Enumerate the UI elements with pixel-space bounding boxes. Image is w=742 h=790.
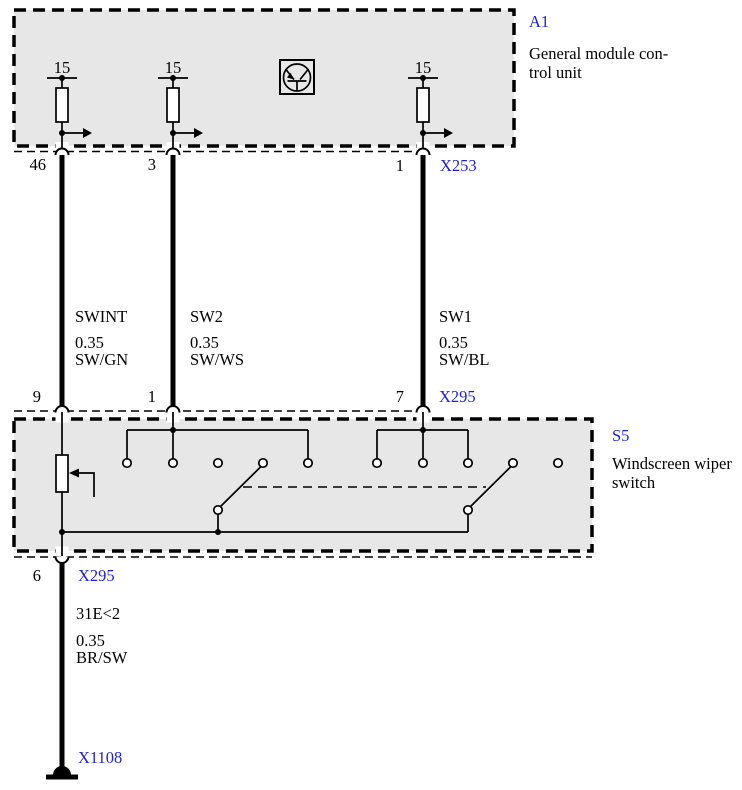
switch-contact: [417, 457, 429, 469]
connector-x253-ref: X253: [440, 156, 477, 175]
connector-pin-socket-icon: [54, 405, 70, 413]
switch-lever: [219, 466, 262, 508]
switch-contact: [167, 457, 179, 469]
wire-name-label: SW2: [190, 307, 223, 326]
pin-number: 46: [30, 155, 47, 174]
switch-pivot: [462, 504, 474, 516]
switch-contact: [552, 457, 564, 469]
pin-number: 9: [33, 387, 41, 406]
connector-pin-socket-icon: [415, 147, 431, 156]
switch-contact: [302, 457, 314, 469]
switch-s5-description-line2: switch: [612, 473, 656, 492]
switch-pivot: [212, 504, 224, 516]
wire-gauge-label: 0.35: [76, 631, 105, 650]
terminal-15-symbol-3: [408, 75, 453, 148]
switch-s5-ref: S5: [612, 426, 629, 445]
switch-lever: [469, 466, 512, 508]
pin-number: 3: [148, 155, 156, 174]
module-a1-ref: A1: [529, 12, 549, 31]
transistor-icon: [279, 59, 315, 95]
resistor-icon: [416, 87, 430, 123]
signal-arrow-icon: [444, 128, 453, 138]
resistor-icon: [166, 87, 180, 123]
wire-color-label: SW/BL: [439, 350, 489, 369]
ground-icon: [46, 766, 78, 780]
connector-x1108-ref: X1108: [78, 748, 122, 767]
wire-name-label: SWINT: [75, 307, 127, 326]
wire-name-label: 31E<2: [76, 604, 120, 623]
signal-arrow-icon: [83, 128, 92, 138]
switch-contact: [121, 457, 133, 469]
switch-contact: [462, 457, 474, 469]
pin-number: 7: [396, 387, 404, 406]
wire-color-label: SW/GN: [75, 350, 128, 369]
switch-contact: [507, 457, 519, 469]
switch-s5-description-line1: Windscreen wiper: [612, 454, 732, 473]
connector-x295-bottom-ref: X295: [78, 566, 115, 585]
wire-gauge-label: 0.35: [439, 333, 468, 352]
wire-color-label: BR/SW: [76, 648, 128, 667]
terminal-15-label: 15: [54, 58, 71, 77]
resistor-icon: [55, 87, 69, 123]
switch-s5-box: [12, 417, 594, 553]
signal-arrow-icon: [194, 128, 203, 138]
switch-contact: [371, 457, 383, 469]
connector-pin-socket-icon: [165, 405, 181, 413]
module-a1-description-line2: trol unit: [529, 63, 582, 82]
connector-x295-top-ref: X295: [439, 387, 476, 406]
terminal-15-label: 15: [165, 58, 182, 77]
wire-name-label: SW1: [439, 307, 472, 326]
switch-contact: [257, 457, 269, 469]
module-a1-description-line1: General module con-: [529, 44, 668, 63]
wiper-arrow-icon: [69, 468, 79, 478]
wire-color-label: SW/WS: [190, 350, 244, 369]
connector-pin-socket-icon: [54, 556, 70, 564]
pin-number: 1: [396, 156, 404, 175]
connector-pin-socket-icon: [415, 405, 431, 413]
connector-pin-socket-icon: [165, 147, 181, 156]
pin-number: 6: [33, 566, 41, 585]
wire-gauge-label: 0.35: [190, 333, 219, 352]
module-a1-box: [12, 8, 516, 148]
terminal-15-label: 15: [415, 58, 432, 77]
terminal-15-symbol-1: [47, 75, 92, 148]
wiper-switch-internals: [55, 412, 564, 556]
connector-pin-socket-icon: [54, 147, 70, 156]
junction-dot: [59, 529, 65, 535]
terminal-15-symbol-2: [158, 75, 203, 148]
wire-gauge-label: 0.35: [75, 333, 104, 352]
pin-number: 1: [148, 387, 156, 406]
switch-contact: [212, 457, 224, 469]
